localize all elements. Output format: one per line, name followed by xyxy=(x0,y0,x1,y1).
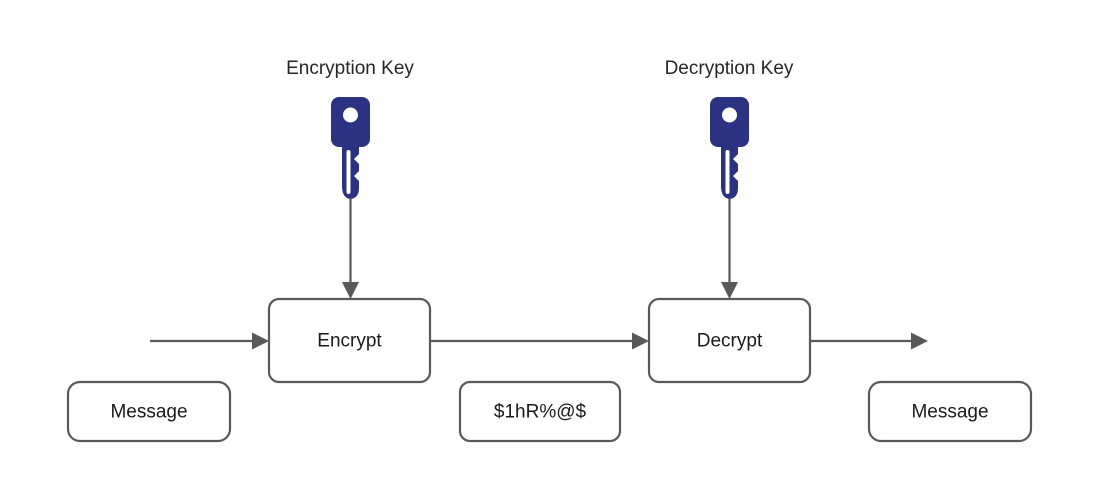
decrypt-node[interactable]: Decrypt xyxy=(647,297,812,384)
plaintext-input-label: Message xyxy=(110,402,187,423)
decrypt-to-output-arrow xyxy=(810,332,928,350)
decrypt-node-box[interactable] xyxy=(647,297,812,384)
plaintext-output-label: Message xyxy=(911,402,988,423)
key-shaft-slot xyxy=(346,150,351,194)
plaintext-input-node[interactable]: Message xyxy=(66,380,232,443)
plaintext-input-box[interactable] xyxy=(66,380,232,443)
decryption-key-caption: Decryption Key xyxy=(665,58,794,79)
encryption-key-icon xyxy=(331,97,370,199)
decryption-key-to-decrypt-arrow xyxy=(721,199,738,299)
input-to-encrypt-arrow xyxy=(150,332,269,350)
encryption-key-caption: Encryption Key xyxy=(286,58,414,79)
arrow-head xyxy=(911,332,928,350)
encrypt-node[interactable]: Encrypt xyxy=(267,297,432,384)
key-hole xyxy=(722,107,737,123)
arrow-head xyxy=(721,282,738,299)
decryption-key-icon xyxy=(710,97,749,199)
decrypt-node-label: Decrypt xyxy=(697,331,763,352)
encrypt-node-box[interactable] xyxy=(267,297,432,384)
key-hole xyxy=(343,107,358,123)
key-shaft-slot xyxy=(725,150,730,194)
ciphertext-node[interactable]: $1hR%@$ xyxy=(458,380,622,443)
encrypt-to-decrypt-arrow xyxy=(430,332,649,350)
encryption-key-to-encrypt-arrow xyxy=(342,199,359,299)
ciphertext-label: $1hR%@$ xyxy=(494,402,587,423)
plaintext-output-node[interactable]: Message xyxy=(867,380,1033,443)
ciphertext-box[interactable] xyxy=(458,380,622,443)
arrow-head xyxy=(632,332,649,350)
encrypt-node-label: Encrypt xyxy=(317,331,382,352)
arrow-head xyxy=(252,332,269,350)
plaintext-output-box[interactable] xyxy=(867,380,1033,443)
arrow-head xyxy=(342,282,359,299)
